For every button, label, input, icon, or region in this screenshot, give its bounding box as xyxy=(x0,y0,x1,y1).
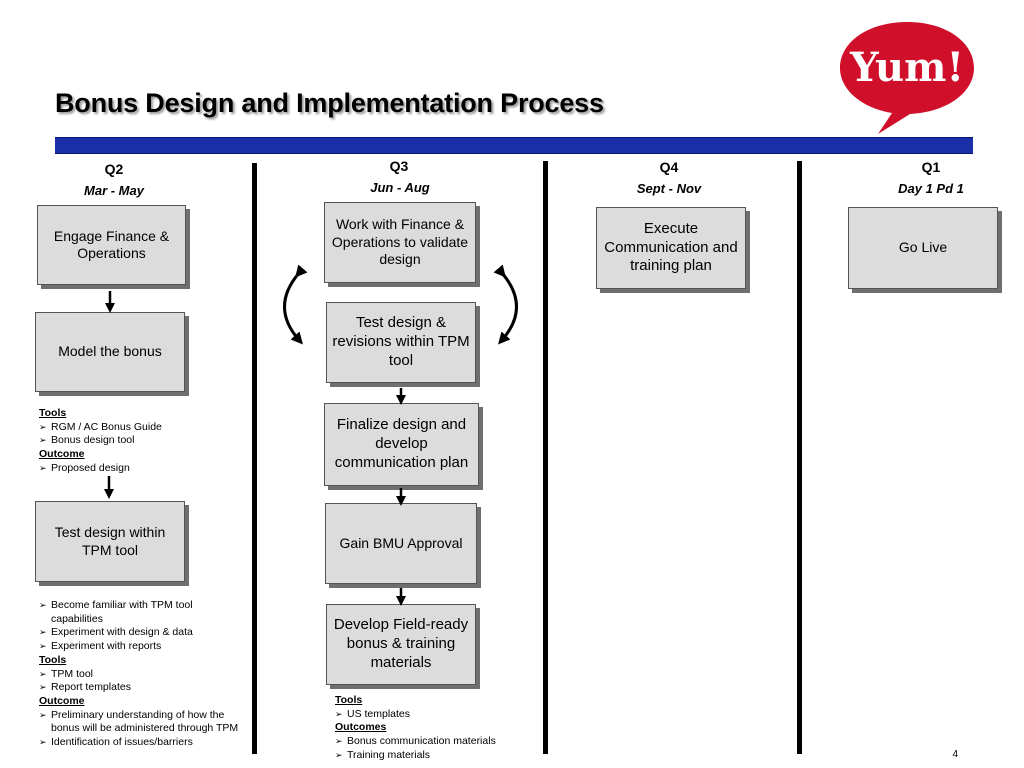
column-divider xyxy=(252,163,257,754)
logo-text: Yum! xyxy=(849,44,964,91)
notes-heading: Outcomes xyxy=(335,721,387,734)
step-label: Develop Field-ready bonus & training mat… xyxy=(333,616,469,671)
step-label: Test design within TPM tool xyxy=(54,524,166,558)
step-go-live: Go Live xyxy=(848,207,998,289)
notes-bullet: US templates xyxy=(335,708,540,722)
notes-heading: Outcome xyxy=(39,448,85,461)
notes-bullet: Proposed design xyxy=(39,462,239,476)
step-test-revisions: Test design & revisions within TPM tool xyxy=(326,302,476,383)
notes-bullet: RGM / AC Bonus Guide xyxy=(39,421,239,435)
notes-heading: Outcome xyxy=(39,694,85,707)
column-q3-period: Jun - Aug xyxy=(370,180,430,195)
notes-bullet: TPM tool xyxy=(39,668,244,682)
q2-notes-2: Become familiar with TPM tool capabiliti… xyxy=(39,599,244,750)
column-q1-quarter: Q1 xyxy=(921,159,941,175)
notes-bullet: Bonus communication materials xyxy=(335,735,540,749)
notes-heading: Tools xyxy=(335,694,363,706)
notes-bullet: Become familiar with TPM tool capabiliti… xyxy=(39,599,244,626)
notes-bullet: Preliminary understanding of how the bon… xyxy=(39,709,244,736)
notes-bullet: Experiment with reports xyxy=(39,640,244,654)
page-title: Bonus Design and Implementation Process xyxy=(55,88,604,118)
step-bmu-approval: Gain BMU Approval xyxy=(325,503,477,584)
speech-bubble-icon xyxy=(840,22,974,134)
column-q2-quarter: Q2 xyxy=(104,161,124,177)
step-validate-design: Work with Finance & Operations to valida… xyxy=(324,202,476,283)
column-q4-period: Sept - Nov xyxy=(636,181,702,196)
notes-heading: Tools xyxy=(39,407,67,419)
cycle-arrow-icon xyxy=(493,264,518,345)
step-execute-communication: Execute Communication and training plan xyxy=(596,207,746,289)
step-label: Model the bonus xyxy=(58,343,162,360)
column-q4-quarter: Q4 xyxy=(659,159,679,175)
step-label: Execute Communication and training plan xyxy=(604,219,738,275)
notes-bullet: Bonus design tool xyxy=(39,434,239,448)
step-engage-finance: Engage Finance & Operations xyxy=(37,205,186,285)
column-q2-period: Mar - May xyxy=(84,183,144,198)
q2-notes-1: Tools RGM / AC Bonus Guide Bonus design … xyxy=(39,407,239,476)
column-q1-period: Day 1 Pd 1 xyxy=(898,181,964,196)
header-band xyxy=(55,137,973,154)
step-label: Go Live xyxy=(898,239,948,256)
step-test-design-tpm: Test design within TPM tool xyxy=(35,501,185,582)
step-label: Work with Finance & Operations to valida… xyxy=(331,216,469,268)
notes-bullet: Training materials xyxy=(335,749,540,763)
step-label: Gain BMU Approval xyxy=(339,534,463,551)
column-divider xyxy=(797,161,802,754)
column-q3-quarter: Q3 xyxy=(389,158,409,174)
notes-bullet: Report templates xyxy=(39,681,244,695)
step-model-bonus: Model the bonus xyxy=(35,312,185,392)
step-label: Finalize design and develop communicatio… xyxy=(334,416,469,471)
cycle-arrow-icon xyxy=(283,264,308,345)
notes-bullet: Identification of issues/barriers xyxy=(39,736,244,750)
step-label: Test design & revisions within TPM tool xyxy=(332,314,470,369)
notes-bullet: Experiment with design & data xyxy=(39,626,244,640)
page-number: 4 xyxy=(952,749,958,760)
column-divider xyxy=(543,161,548,754)
step-label: Engage Finance & Operations xyxy=(53,227,170,262)
notes-heading: Tools xyxy=(39,653,67,666)
q3-notes: Tools US templates Outcomes Bonus commun… xyxy=(335,694,540,763)
step-finalize-design: Finalize design and develop communicatio… xyxy=(324,403,479,486)
yum-logo: Yum! xyxy=(840,22,974,134)
